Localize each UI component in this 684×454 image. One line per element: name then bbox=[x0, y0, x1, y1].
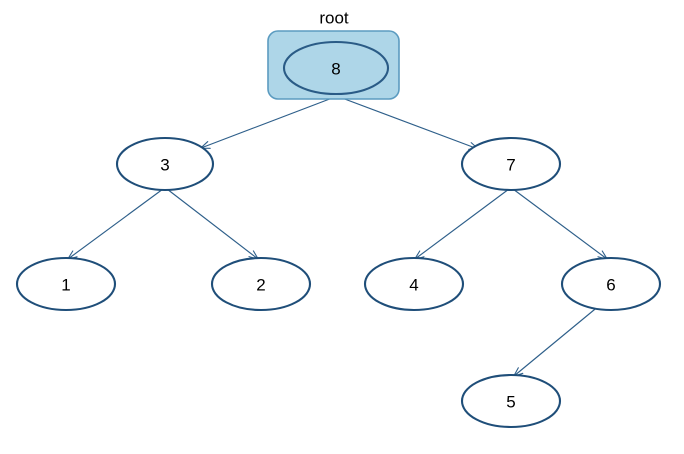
node-label-7: 7 bbox=[506, 156, 515, 175]
edges-group bbox=[68, 91, 607, 376]
tree-node-1[interactable]: 1 bbox=[15, 256, 117, 312]
node-shape-8[interactable] bbox=[282, 40, 390, 96]
node-shape-4[interactable] bbox=[363, 256, 465, 312]
node-shape-3[interactable] bbox=[115, 136, 215, 192]
tree-edge-n8-to-n3 bbox=[201, 91, 349, 148]
tree-node-5[interactable]: 5 bbox=[460, 373, 562, 429]
node-label-2: 2 bbox=[256, 276, 265, 295]
node-label-1: 1 bbox=[61, 276, 70, 295]
tree-node-3[interactable]: 3 bbox=[115, 136, 215, 192]
node-shape-6[interactable] bbox=[560, 256, 662, 312]
tree-edge-n8-to-n7 bbox=[325, 91, 478, 149]
tree-node-8[interactable]: 8 bbox=[282, 40, 390, 96]
tree-node-2[interactable]: 2 bbox=[210, 256, 312, 312]
tree-node-6[interactable]: 6 bbox=[560, 256, 662, 312]
tree-node-7[interactable]: 7 bbox=[460, 136, 562, 192]
node-label-4: 4 bbox=[409, 276, 418, 295]
nodes-group: 8 3 7 1 2 4 6 5 bbox=[15, 40, 662, 429]
node-shape-7[interactable] bbox=[460, 136, 562, 192]
node-shape-2[interactable] bbox=[210, 256, 312, 312]
node-label-3: 3 bbox=[160, 156, 169, 175]
tree-edge-n6-to-n5 bbox=[514, 304, 601, 376]
node-label-8: 8 bbox=[331, 60, 340, 79]
node-label-6: 6 bbox=[606, 276, 615, 295]
tree-edge-n3-to-n1 bbox=[68, 188, 164, 259]
node-shape-1[interactable] bbox=[15, 256, 117, 312]
tree-edge-n7-to-n4 bbox=[415, 188, 510, 259]
tree-edge-n7-to-n6 bbox=[512, 188, 607, 259]
node-shape-5[interactable] bbox=[460, 373, 562, 429]
root-caption-label: root bbox=[319, 9, 349, 28]
tree-node-4[interactable]: 4 bbox=[363, 256, 465, 312]
node-label-5: 5 bbox=[506, 393, 515, 412]
tree-edge-n3-to-n2 bbox=[166, 188, 258, 259]
